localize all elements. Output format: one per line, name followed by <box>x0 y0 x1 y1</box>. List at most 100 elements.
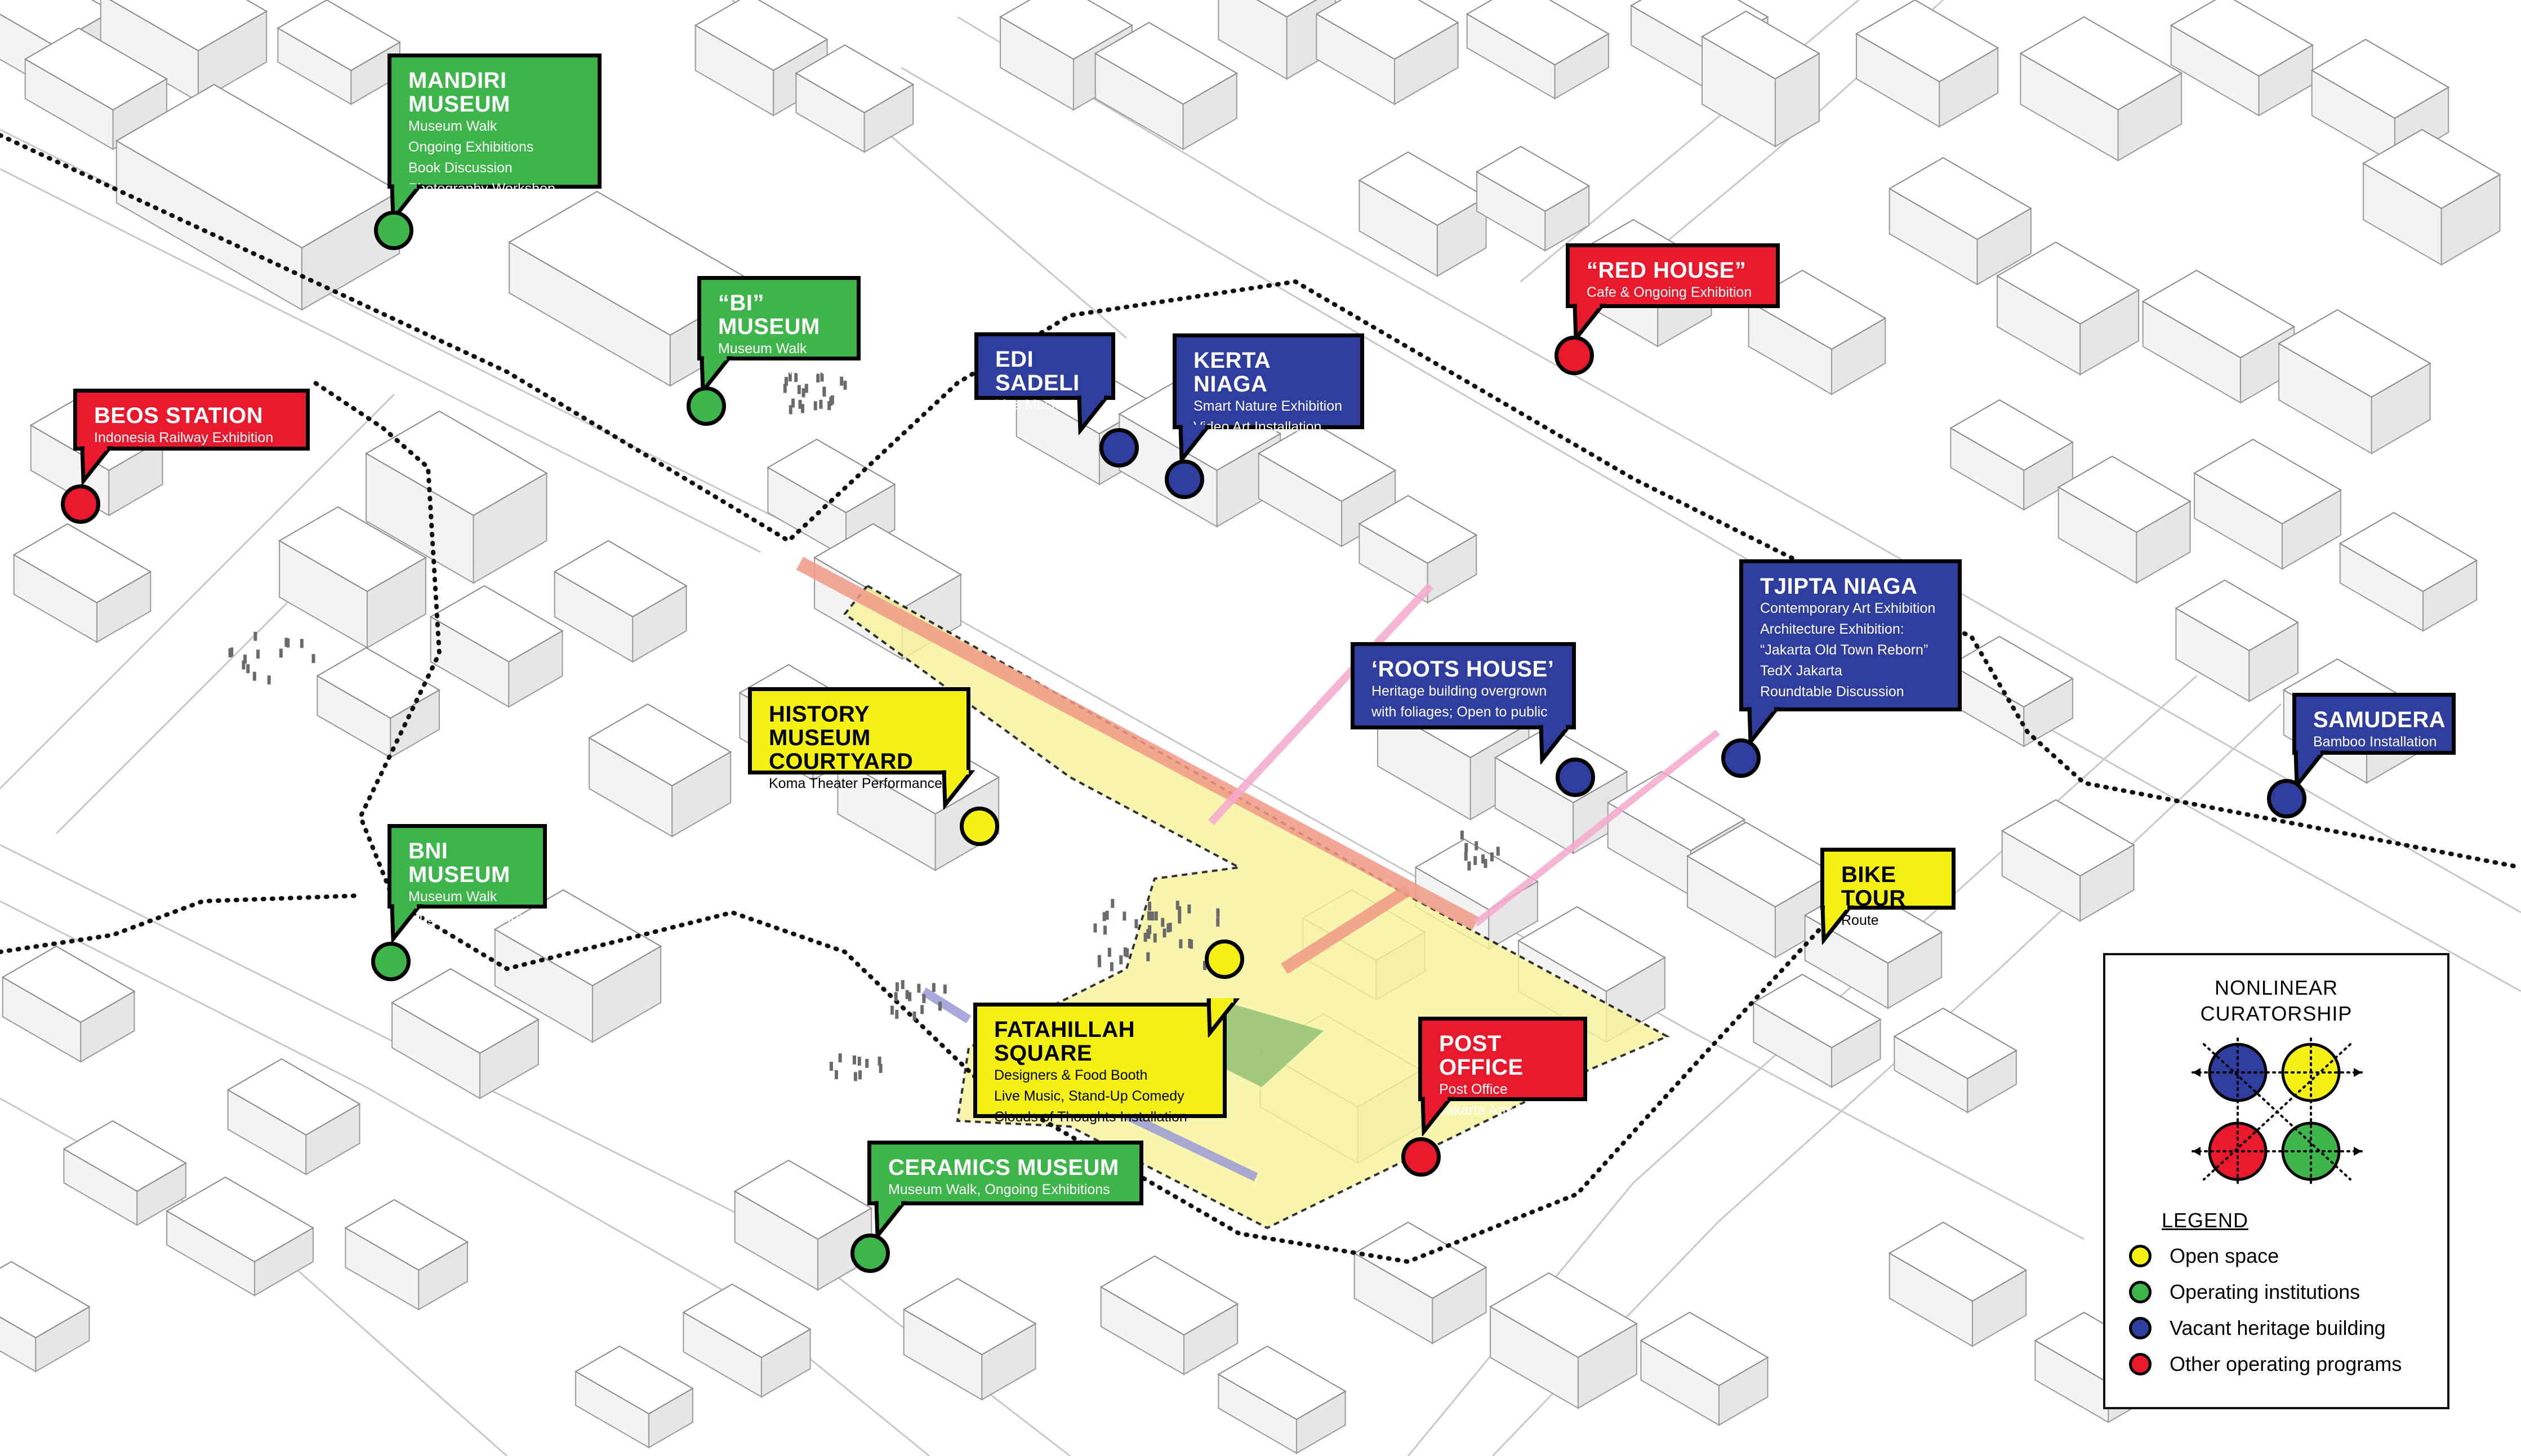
person-figure <box>1105 910 1109 920</box>
person-figure <box>905 990 909 999</box>
post-office-marker[interactable] <box>1401 1137 1441 1177</box>
person-figure <box>820 372 824 382</box>
red-house-callout: “RED HOUSE”Cafe & Ongoing Exhibition <box>1566 243 1780 308</box>
person-figure <box>932 983 936 992</box>
person-figure <box>890 1005 894 1015</box>
history-museum-marker[interactable] <box>960 807 999 846</box>
mandiri-museum-line: Ongoing Exhibitions <box>408 139 534 155</box>
person-figure <box>1484 858 1487 868</box>
kerta-niaga-marker[interactable] <box>1165 460 1204 499</box>
red-house-marker[interactable] <box>1555 336 1594 375</box>
bike-tour-route <box>0 133 2521 1264</box>
bni-museum-marker[interactable] <box>371 942 411 981</box>
fatahillah-square-line: Designers & Food Booth <box>994 1067 1148 1083</box>
samudera-marker[interactable] <box>2267 779 2306 818</box>
building-block <box>1094 21 1238 150</box>
person-figure <box>1150 911 1154 921</box>
mandiri-museum-line: Photography Workshop <box>408 181 555 197</box>
person-figure <box>827 401 831 411</box>
person-figure <box>246 664 250 674</box>
person-figure <box>1147 911 1151 920</box>
person-figure <box>300 639 304 648</box>
history-museum-pointer <box>942 770 976 809</box>
pink-path-north <box>1208 583 1434 825</box>
diagram-arrowhead <box>2354 1068 2362 1077</box>
bi-museum-title: “BI” MUSEUM <box>718 291 820 339</box>
beos-station-marker[interactable] <box>61 484 100 524</box>
bi-museum-marker[interactable] <box>687 386 726 426</box>
legend-label: Operating institutions <box>2170 1280 2360 1303</box>
tjipta-niaga-title: TJIPTA NIAGA <box>1760 574 1918 599</box>
samudera-pointer <box>2293 750 2327 790</box>
ceramics-museum-marker[interactable] <box>850 1234 890 1273</box>
red-path-south <box>1281 884 1411 974</box>
bike-tour-title: BIKE TOUR <box>1841 862 1906 911</box>
person-figure <box>838 1053 842 1063</box>
person-figure <box>253 631 257 641</box>
building-block <box>1466 0 1610 100</box>
person-figure <box>267 675 271 685</box>
person-figure <box>1187 904 1191 914</box>
person-figure <box>1179 939 1183 949</box>
ceramics-museum-pointer <box>874 1201 908 1240</box>
person-figure <box>1111 899 1115 909</box>
person-figure <box>1103 925 1107 935</box>
beos-station-title: BEOS STATION <box>94 403 264 428</box>
building-block <box>1099 1255 1239 1375</box>
person-figure <box>797 385 801 394</box>
fatahillah-square-marker[interactable] <box>1205 940 1244 979</box>
person-figure <box>252 671 256 681</box>
person-figure <box>1467 861 1471 871</box>
building-block <box>316 647 440 759</box>
tjipta-niaga-marker[interactable] <box>1721 738 1761 778</box>
roots-house-callout: ‘ROOTS HOUSE’Heritage building overgrown… <box>1351 642 1576 729</box>
building-block <box>166 1176 314 1297</box>
building-block <box>1353 1221 1487 1344</box>
tjipta-niaga-pointer <box>1747 707 1781 746</box>
street-line <box>0 900 930 1456</box>
samudera-line: Bamboo Installation <box>2313 734 2437 750</box>
person-figure <box>1102 912 1106 921</box>
person-figure <box>1473 856 1477 865</box>
tjipta-niaga-line: Architecture Exhibition: <box>1760 621 1904 637</box>
building-block <box>429 585 564 708</box>
person-figure <box>1464 852 1468 861</box>
building-block <box>1888 157 2032 286</box>
street-line <box>0 168 761 553</box>
curatorship-diagram <box>2192 1038 2363 1186</box>
route-dots <box>0 133 2521 1264</box>
legend-label: Open space <box>2170 1244 2279 1267</box>
person-figure <box>798 399 802 409</box>
person-figure <box>789 405 792 415</box>
person-figure <box>228 648 232 658</box>
bi-museum-line: Ongoing Exhibitions <box>718 362 844 377</box>
building-block <box>1358 151 1487 277</box>
person-figure <box>784 377 788 386</box>
legend-dot <box>2129 1281 2152 1303</box>
building-block <box>1218 0 1337 80</box>
edi-sadeli-title: EDI SADELI <box>995 347 1080 395</box>
person-figure <box>1168 923 1172 932</box>
person-figure <box>813 401 817 411</box>
tjipta-niaga-line: “Jakarta Old Town Reborn” <box>1760 642 1928 658</box>
roots-house-marker[interactable] <box>1556 758 1595 797</box>
person-figure <box>1178 906 1182 915</box>
legend-title: LEGEND <box>2162 1209 2249 1232</box>
mandiri-museum-marker[interactable] <box>374 211 413 250</box>
person-figure <box>816 373 820 383</box>
person-figure <box>894 992 898 1001</box>
edi-sadeli-marker[interactable] <box>1099 428 1139 467</box>
bike-tour-pointer <box>1820 905 1854 945</box>
post-office-line: Jakarta Arts Space <box>1439 1102 1557 1118</box>
person-figure <box>1216 917 1220 927</box>
purple-path-south <box>1124 1111 1258 1182</box>
person-figure <box>840 376 844 386</box>
